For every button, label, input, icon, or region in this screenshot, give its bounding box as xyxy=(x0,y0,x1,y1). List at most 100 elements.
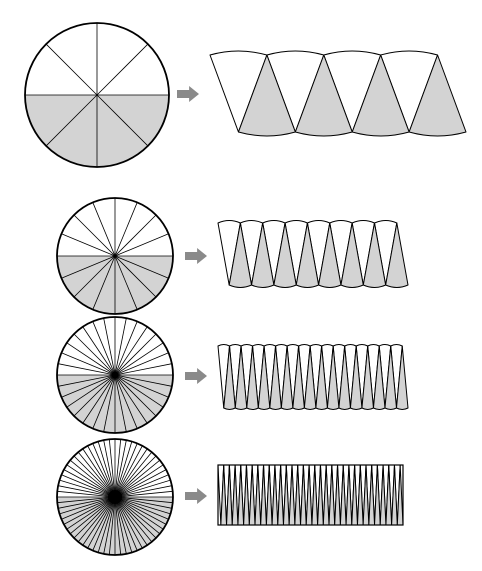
circle-outline xyxy=(56,197,174,315)
radius-line xyxy=(58,485,116,498)
rearranged-strip-64 xyxy=(217,464,404,526)
radius-line xyxy=(114,440,127,498)
radius-line xyxy=(114,448,148,498)
radius-line xyxy=(57,490,116,498)
radius-line xyxy=(114,374,127,432)
radius-line xyxy=(108,439,116,498)
right-arrow-icon xyxy=(185,488,207,504)
radius-line xyxy=(114,479,171,498)
divided-circle-8 xyxy=(24,22,170,168)
right-arrow-icon xyxy=(185,368,207,384)
divided-circle-64 xyxy=(56,438,174,556)
radius-line xyxy=(92,321,116,376)
radius-line xyxy=(77,451,116,498)
radius-line xyxy=(114,255,169,279)
strip-outline xyxy=(217,464,404,526)
radius-line xyxy=(73,333,116,376)
radius-line xyxy=(82,374,116,424)
radius-line xyxy=(45,94,98,147)
radius-line xyxy=(73,214,116,257)
radius-line xyxy=(61,496,116,520)
radius-line xyxy=(103,318,116,376)
radius-line xyxy=(61,374,116,398)
radius-line xyxy=(63,469,116,498)
radius-line xyxy=(87,445,116,498)
radius-line xyxy=(97,496,116,553)
radius-line xyxy=(114,326,148,376)
radius-line xyxy=(77,496,116,543)
radius-line xyxy=(114,374,169,398)
radius-line xyxy=(103,496,116,554)
radius-line xyxy=(114,485,172,498)
radius-line xyxy=(45,43,98,96)
radius-line xyxy=(114,374,148,424)
radius-line xyxy=(114,496,171,515)
radius-line xyxy=(114,255,157,298)
radius-line xyxy=(58,363,116,376)
radius-line xyxy=(114,202,138,257)
radius-line xyxy=(114,496,173,504)
radius-line xyxy=(114,496,153,543)
radius-line xyxy=(61,352,116,376)
rearranged-strip-32 xyxy=(217,344,409,410)
radius-line xyxy=(114,496,164,530)
radius-line xyxy=(114,496,122,555)
radius-line xyxy=(114,496,161,535)
radius-line xyxy=(114,474,169,498)
radius-line xyxy=(92,443,116,498)
shaded-sector xyxy=(408,54,467,137)
radius-line xyxy=(114,443,138,498)
radius-line xyxy=(61,233,116,257)
rearranged-strip-8 xyxy=(209,50,467,137)
radius-line xyxy=(114,459,161,498)
radius-line xyxy=(114,255,138,310)
radius-line xyxy=(87,496,116,549)
radius-line xyxy=(114,233,169,257)
radius-line xyxy=(114,445,143,498)
radius-line xyxy=(96,94,149,147)
radius-line xyxy=(92,496,116,551)
shaded-sector xyxy=(395,345,409,410)
radius-line xyxy=(59,479,116,498)
center-hub xyxy=(111,371,119,379)
radius-line xyxy=(66,496,116,530)
radius-line xyxy=(114,439,122,498)
radius-line xyxy=(58,374,116,387)
radius-line xyxy=(114,490,173,498)
radius-line xyxy=(103,440,116,498)
radius-line xyxy=(69,459,116,498)
radius-line xyxy=(114,374,138,429)
radius-line xyxy=(114,363,172,376)
circle-outline xyxy=(56,438,174,556)
radius-line xyxy=(114,469,167,498)
radius-line xyxy=(114,352,169,376)
radius-line xyxy=(92,374,116,429)
radius-line xyxy=(92,202,116,257)
radius-line xyxy=(63,496,116,525)
radius-line xyxy=(66,464,116,498)
rearranged-strip-16 xyxy=(217,220,409,288)
radius-line xyxy=(69,496,116,535)
shaded-sector xyxy=(385,222,409,288)
radius-line xyxy=(92,255,116,310)
radius-line xyxy=(58,496,116,509)
center-hub xyxy=(108,490,122,504)
radius-line xyxy=(73,255,116,298)
radius-line xyxy=(108,496,116,555)
radius-line xyxy=(114,374,172,387)
radius-line xyxy=(114,441,133,498)
radius-line xyxy=(61,474,116,498)
radius-line xyxy=(66,342,116,376)
radius-line xyxy=(114,374,157,417)
radius-line xyxy=(57,496,116,504)
radius-line xyxy=(82,496,116,546)
radius-line xyxy=(103,374,116,432)
radius-line xyxy=(114,496,143,549)
radius-line xyxy=(114,496,133,553)
radius-line xyxy=(114,451,153,498)
radius-line xyxy=(66,374,116,408)
divided-circle-16 xyxy=(56,197,174,315)
radius-line xyxy=(114,374,164,408)
radius-line xyxy=(114,455,157,498)
